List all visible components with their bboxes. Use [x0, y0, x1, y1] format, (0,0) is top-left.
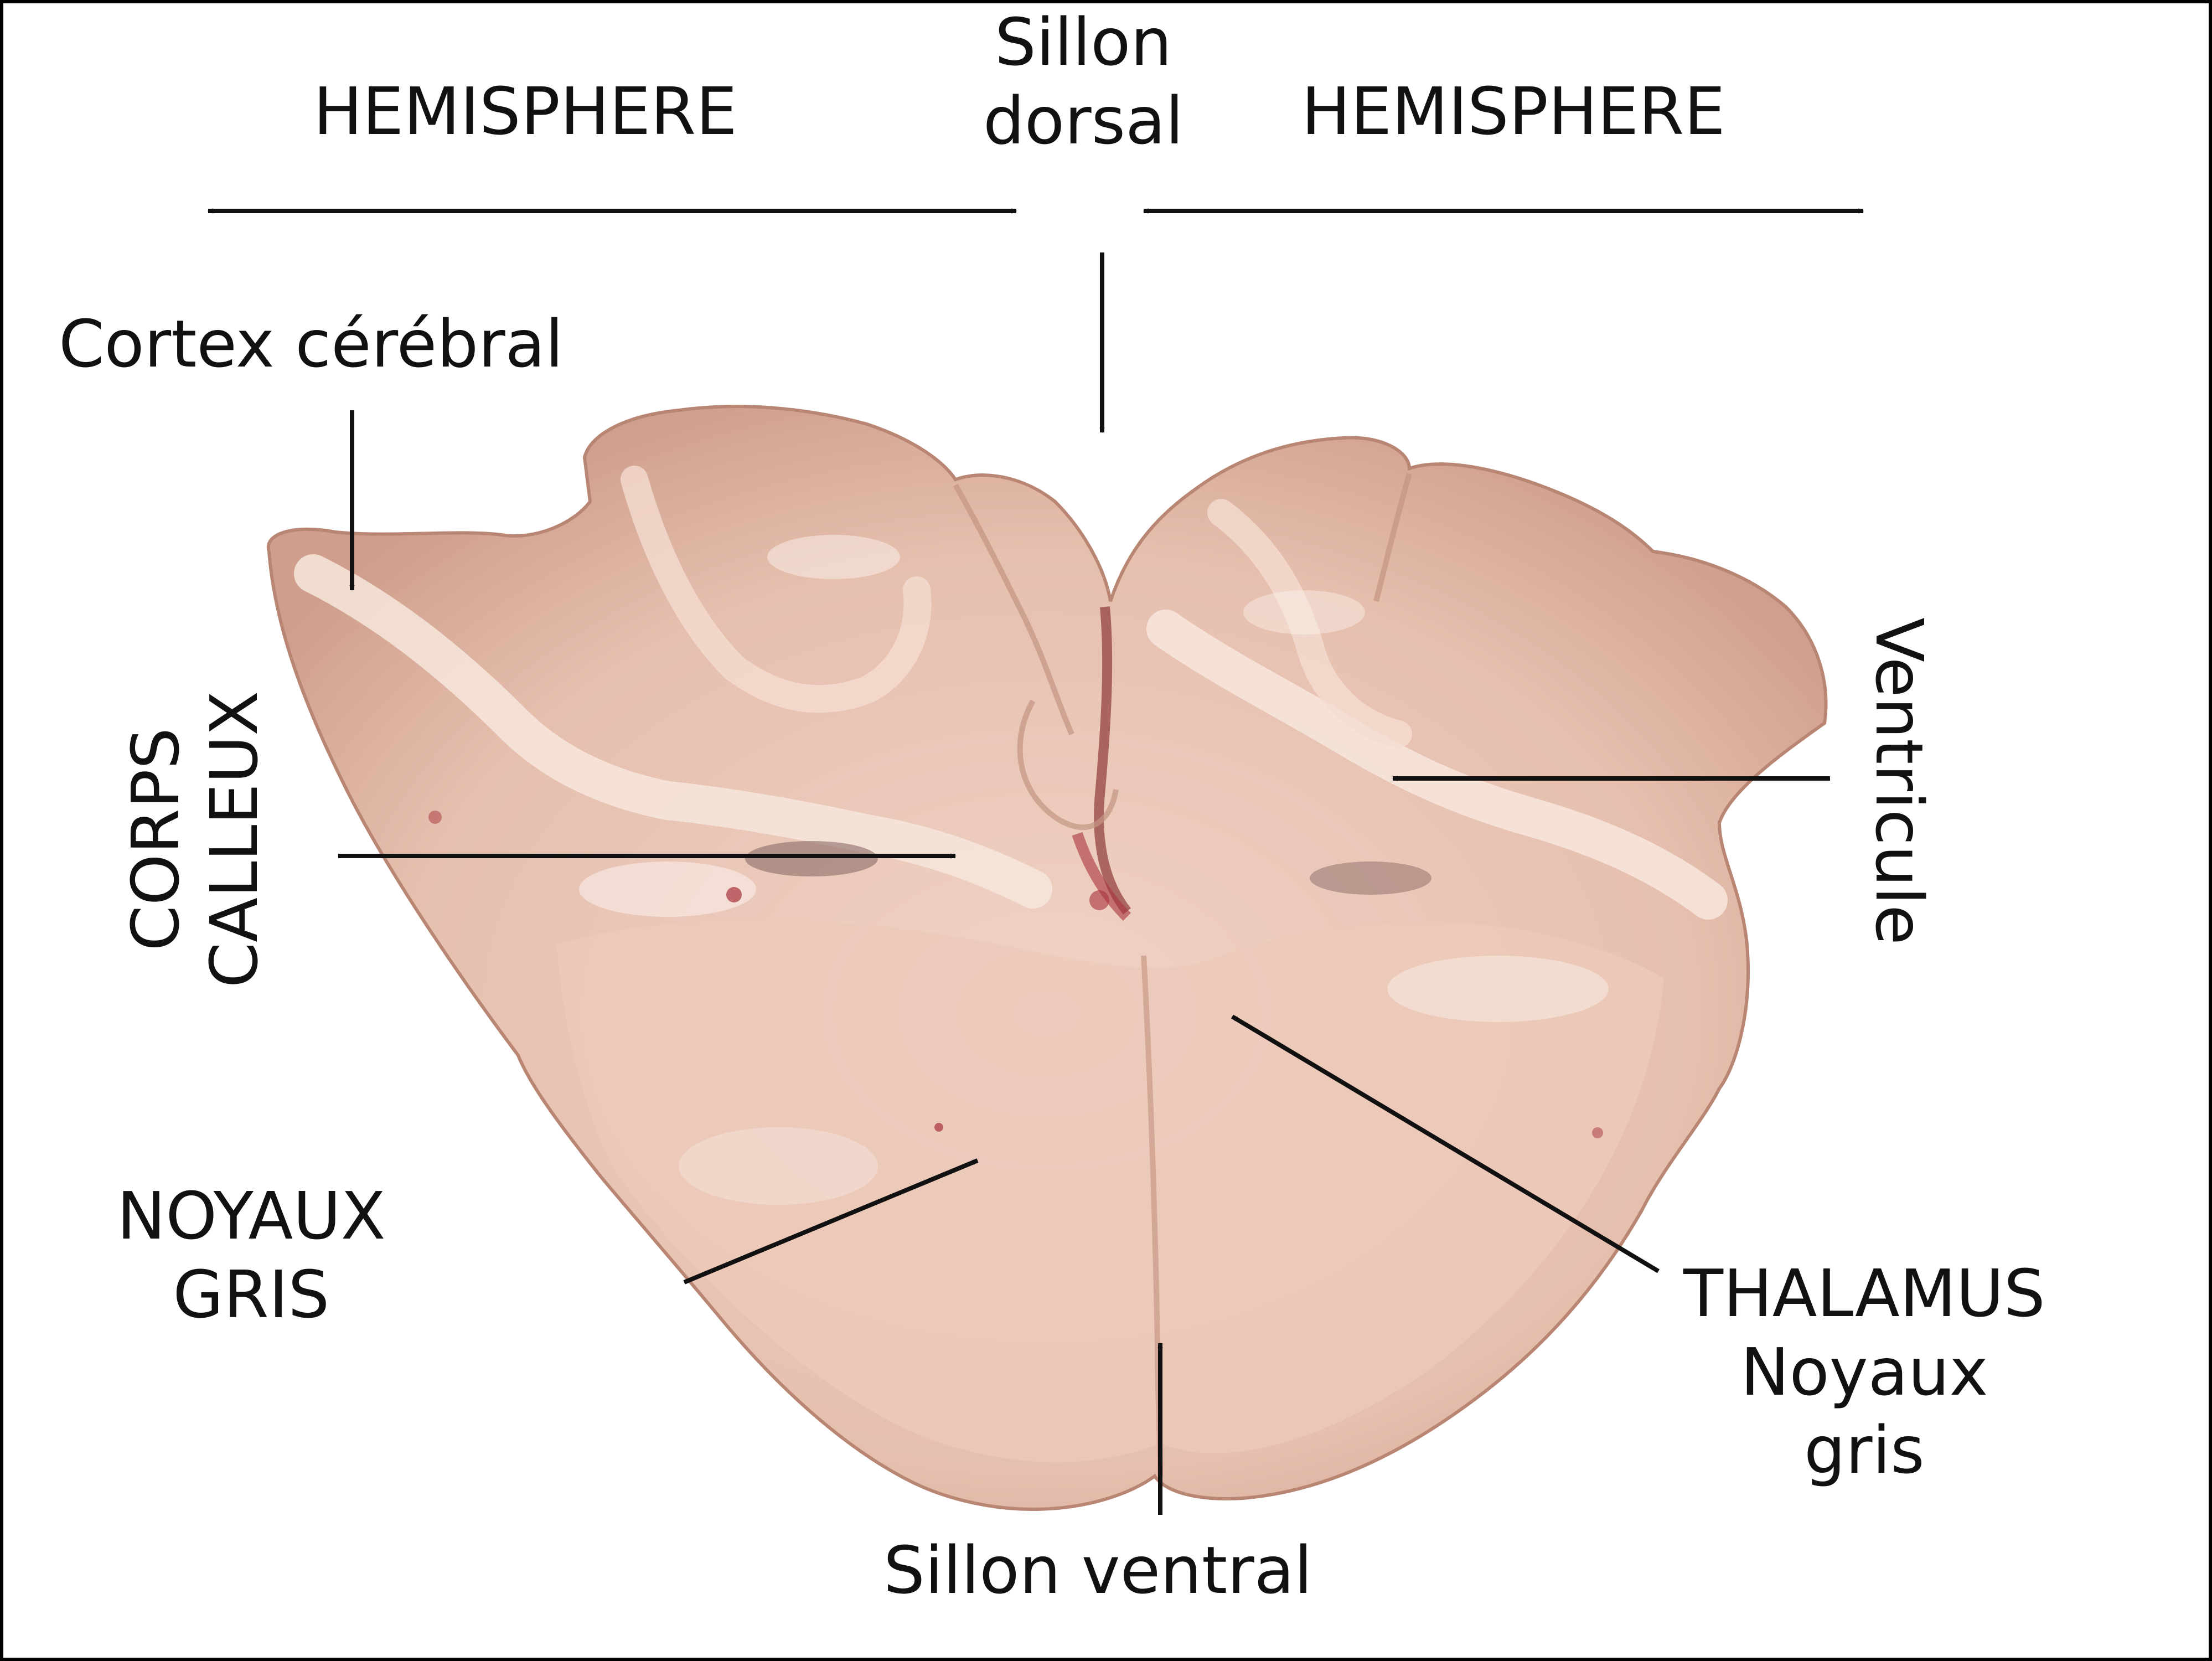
label-thalamus-line2: Noyaux [1740, 1333, 1988, 1410]
label-sillon-ventral-text: Sillon ventral [883, 1532, 1312, 1608]
label-cortex: Cortex cérébral [59, 305, 564, 384]
label-hemisphere-right-text: HEMISPHERE [1301, 73, 1725, 149]
label-sillon-dorsal: Sillon dorsal [983, 3, 1183, 160]
label-ventricule-text: Ventricule [1861, 617, 1937, 945]
label-thalamus: THALAMUS Noyaux gris [1683, 1255, 2045, 1490]
label-noyaux-gris-line1: NOYAUX [117, 1178, 386, 1254]
label-sillon-ventral: Sillon ventral [883, 1531, 1312, 1610]
label-corps-calleux: CORPS CALLEUX [117, 673, 277, 1005]
right-ventricle [1310, 862, 1431, 895]
label-corps-calleux-line1: CORPS [117, 728, 194, 951]
thalamus-mass [557, 920, 1664, 1462]
label-sillon-dorsal-line2: dorsal [983, 82, 1184, 159]
label-noyaux-gris-line2: GRIS [173, 1256, 330, 1333]
label-hemisphere-left: HEMISPHERE [313, 73, 737, 151]
brain-photo [208, 208, 1864, 1515]
label-noyaux-gris: NOYAUX GRIS [117, 1177, 386, 1334]
left-ventricle [745, 841, 878, 876]
annotation-arrows [208, 208, 1864, 1515]
label-thalamus-line3: gris [1804, 1412, 1925, 1489]
white-matter-upper-right [1207, 499, 1412, 748]
label-hemisphere-right: HEMISPHERE [1301, 73, 1725, 151]
noyaux-gris-arrow [683, 1158, 979, 1285]
thalamus-arrow [1231, 1014, 1660, 1273]
label-sillon-dorsal-line1: Sillon [994, 4, 1172, 80]
label-ventricule: Ventricule [1855, 593, 1938, 969]
label-hemisphere-left-text: HEMISPHERE [313, 73, 737, 149]
white-matter-left [294, 554, 1052, 909]
dorsal-fissure [1094, 606, 1131, 915]
label-corps-calleux-line2: CALLEUX [195, 690, 272, 988]
label-thalamus-line1: THALAMUS [1683, 1255, 2045, 1332]
white-matter-upper-left [621, 466, 932, 713]
label-cortex-text: Cortex cérébral [59, 306, 564, 382]
